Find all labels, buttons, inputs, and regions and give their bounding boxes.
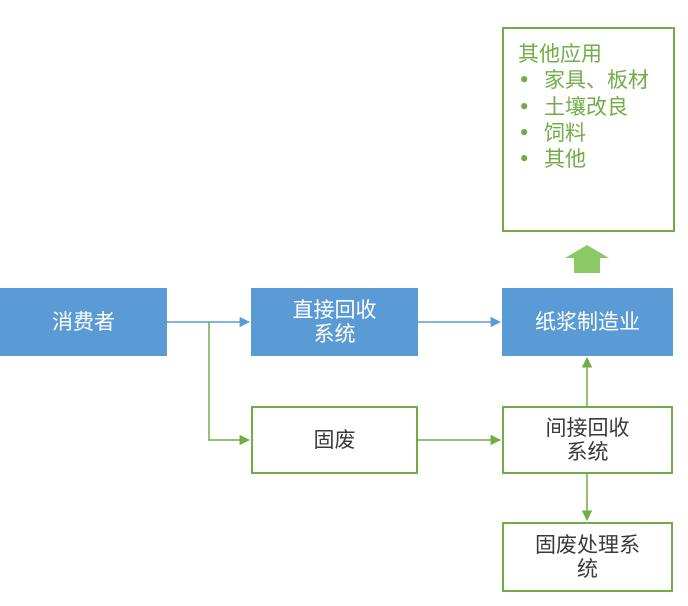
solid-waste-treatment-label-line2: 统 (577, 557, 598, 581)
indirect-recycle-box: 间接回收 系统 (502, 406, 673, 474)
consumer-box: 消费者 (0, 288, 167, 356)
other-use-item: 其他 (518, 146, 663, 173)
pulp-industry-box: 纸浆制造业 (502, 288, 673, 356)
direct-recycle-label-line1: 直接回收 (292, 297, 377, 322)
arrow-consumer-to-solid-waste (208, 322, 251, 446)
pulp-industry-label: 纸浆制造业 (535, 309, 640, 334)
solid-waste-box: 固废 (251, 406, 418, 474)
other-uses-title: 其他应用 (518, 42, 602, 66)
solid-waste-treatment-label-line1: 固废处理系 (535, 532, 640, 557)
other-use-item: 家具、板材 (518, 67, 663, 94)
other-uses-list: 家具、板材 土壤改良 饲料 其他 (518, 67, 663, 172)
other-use-item: 土壤改良 (518, 94, 663, 121)
direct-recycle-box: 直接回收 系统 (251, 288, 418, 356)
other-uses-box: 其他应用 家具、板材 土壤改良 饲料 其他 (502, 27, 675, 232)
consumer-label: 消费者 (52, 309, 115, 334)
block-arrow-up (565, 245, 609, 273)
direct-recycle-label-line2: 系统 (313, 322, 356, 346)
solid-waste-treatment-box: 固废处理系 统 (502, 522, 673, 592)
indirect-recycle-label-line1: 间接回收 (545, 415, 630, 440)
indirect-recycle-label-line2: 系统 (566, 440, 609, 464)
solid-waste-label: 固废 (313, 427, 356, 452)
other-use-item: 饲料 (518, 120, 663, 147)
